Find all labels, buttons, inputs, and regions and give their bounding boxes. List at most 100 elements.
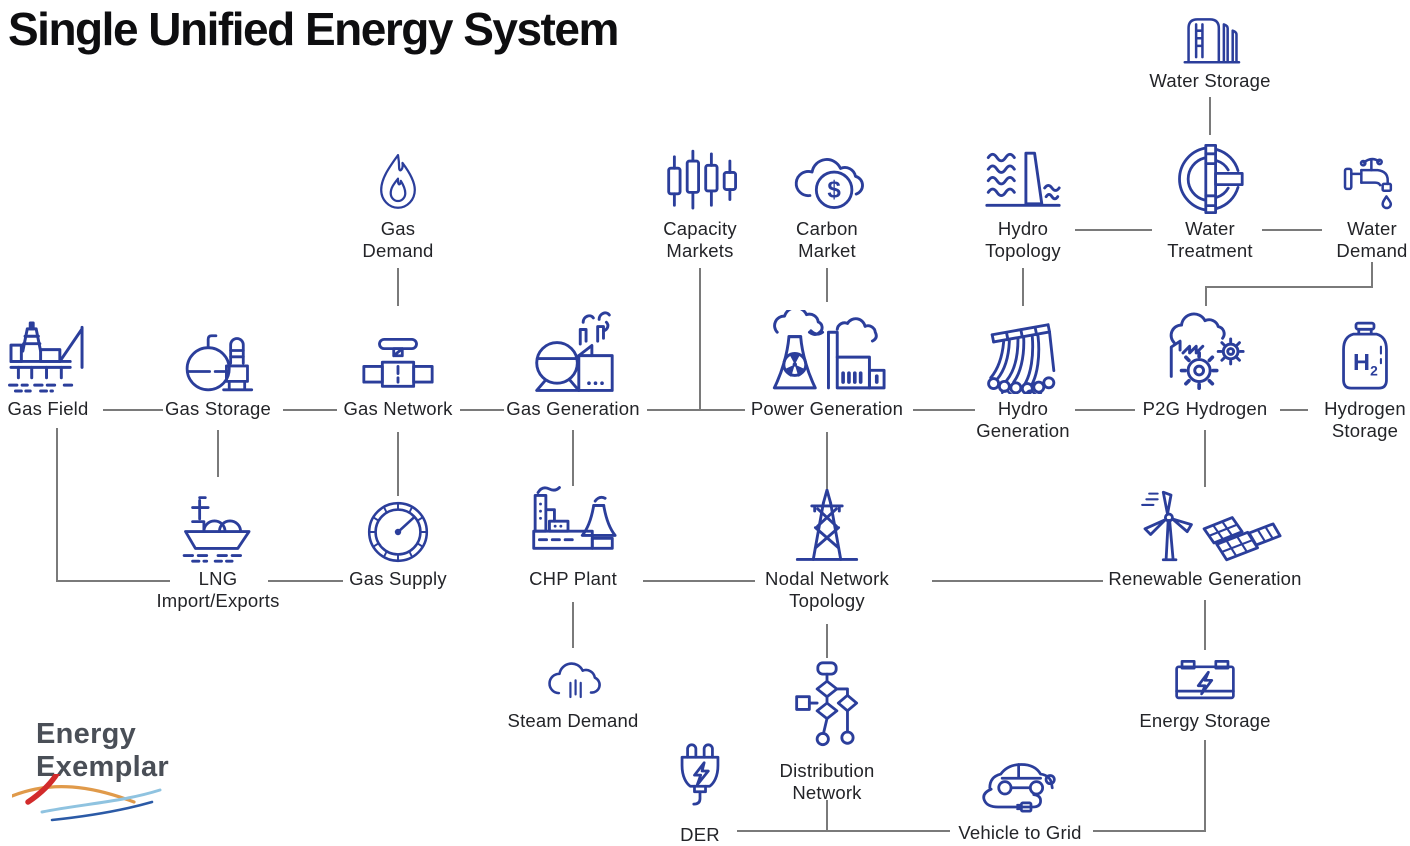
- node-gas-generation: Gas Generation: [488, 306, 658, 420]
- connector-line: [737, 830, 950, 832]
- connector-line: [56, 428, 58, 582]
- node-label: Water Treatment: [1167, 218, 1253, 261]
- logo-swoosh: [12, 774, 162, 822]
- connector-line: [932, 580, 1103, 582]
- node-label: Vehicle to Grid: [958, 822, 1082, 843]
- connector-line: [397, 268, 399, 306]
- connector-line: [56, 580, 170, 582]
- node-label: Renewable Generation: [1108, 568, 1302, 589]
- node-label: Power Generation: [750, 398, 904, 419]
- pipeline-valve-icon: [323, 312, 473, 394]
- factory-gears-icon: [1130, 302, 1280, 394]
- connector-line: [699, 268, 701, 409]
- node-label: Hydrogen Storage: [1324, 398, 1406, 441]
- connector-line: [643, 580, 755, 582]
- node-label: CHP Plant: [529, 568, 617, 589]
- node-lng-import-exports: LNG Import/Exports: [133, 478, 303, 612]
- logo-word-1: Energy: [36, 718, 137, 750]
- node-label: Gas Demand: [362, 218, 434, 261]
- node-p2g-hydrogen: P2G Hydrogen: [1130, 302, 1280, 420]
- connector-line: [397, 432, 399, 496]
- node-label: Hydro Topology: [985, 218, 1061, 261]
- wind-solar-icon: [1100, 486, 1310, 564]
- connector-line: [1205, 286, 1207, 306]
- h2-cylinder-icon: H 2: [1310, 312, 1410, 394]
- node-energy-storage: Energy Storage: [1125, 650, 1285, 732]
- connector-line: [1204, 430, 1206, 487]
- node-hydro-topology: Hydro Topology: [948, 140, 1098, 262]
- node-label: Gas Supply: [349, 568, 447, 589]
- connector-line: [826, 432, 828, 489]
- connector-line: [647, 409, 745, 411]
- node-power-generation: Power Generation: [737, 306, 917, 420]
- flame-icon: [328, 146, 468, 214]
- node-label: Nodal Network Topology: [765, 568, 889, 611]
- node-hydro-generation: Hydro Generation: [953, 310, 1093, 442]
- node-label: Gas Network: [343, 398, 453, 419]
- connector-line: [1262, 229, 1322, 231]
- energy-exemplar-logo: Energy Exemplar: [12, 718, 206, 830]
- node-gas-storage: Gas Storage: [143, 312, 293, 420]
- node-label: DER: [680, 824, 720, 845]
- nuclear-factory-icon: [737, 306, 917, 394]
- node-water-storage: Water Storage: [1130, 4, 1290, 92]
- connector-line: [1093, 830, 1206, 832]
- connector-line: [1204, 740, 1206, 832]
- water-tank-icon: [1130, 4, 1290, 66]
- connector-line: [572, 430, 574, 486]
- node-label: Carbon Market: [796, 218, 858, 261]
- gauge-icon: [333, 490, 463, 564]
- node-label: Hydro Generation: [976, 398, 1070, 441]
- node-label: Energy Storage: [1139, 710, 1271, 731]
- svg-text:$: $: [827, 177, 841, 204]
- connector-line: [913, 409, 975, 411]
- node-label: Steam Demand: [507, 710, 639, 731]
- node-carbon-market: $ Carbon Market: [757, 142, 897, 262]
- connector-line: [826, 268, 828, 302]
- connector-line: [1280, 409, 1308, 411]
- node-label: Gas Storage: [164, 398, 272, 419]
- connector-line: [268, 580, 343, 582]
- connector-line: [1371, 262, 1373, 286]
- connector-line: [1022, 268, 1024, 306]
- boiler-plant-icon: [488, 306, 658, 394]
- svg-text:2: 2: [1370, 363, 1378, 379]
- connector-line: [826, 800, 828, 831]
- node-capacity-markets: Capacity Markets: [630, 142, 770, 262]
- node-label: Distribution Network: [779, 760, 875, 803]
- connector-line: [460, 409, 504, 411]
- dam-waves-icon: [948, 140, 1098, 214]
- lng-ship-icon: [133, 478, 303, 564]
- connector-line: [1075, 409, 1135, 411]
- offshore-rig-icon: [0, 312, 103, 394]
- connector-line: [1209, 97, 1211, 135]
- treatment-filter-icon: [1130, 140, 1290, 214]
- node-label: Water Demand: [1336, 218, 1408, 261]
- cloud-dollar-icon: $: [757, 142, 897, 214]
- connector-line: [1204, 600, 1206, 650]
- flowchart-icon: [757, 658, 897, 756]
- connector-line: [103, 409, 163, 411]
- connector-line: [1205, 286, 1373, 288]
- node-vehicle-to-grid: Vehicle to Grid: [945, 746, 1095, 844]
- steam-cloud-icon: [493, 650, 653, 706]
- node-chp-plant: CHP Plant: [503, 482, 643, 590]
- candlestick-chart-icon: [630, 142, 770, 214]
- connector-line: [572, 602, 574, 648]
- node-gas-supply: Gas Supply: [333, 490, 463, 590]
- node-label: P2G Hydrogen: [1142, 398, 1268, 419]
- svg-text:H: H: [1353, 349, 1370, 375]
- node-hydrogen-storage: H 2 Hydrogen Storage: [1310, 312, 1410, 442]
- logo-word-2: Exemplar: [36, 751, 169, 783]
- ev-car-cable-icon: [945, 746, 1095, 818]
- node-der: DER: [645, 736, 755, 846]
- node-label: Capacity Markets: [663, 218, 737, 261]
- node-label: Water Storage: [1149, 70, 1271, 91]
- page-title: Single Unified Energy System: [8, 3, 619, 55]
- connector-line: [1075, 229, 1152, 231]
- connector-line: [283, 409, 337, 411]
- node-gas-demand: Gas Demand: [328, 146, 468, 262]
- node-distribution-network: Distribution Network: [757, 658, 897, 804]
- node-steam-demand: Steam Demand: [493, 650, 653, 732]
- battery-bolt-icon: [1125, 650, 1285, 706]
